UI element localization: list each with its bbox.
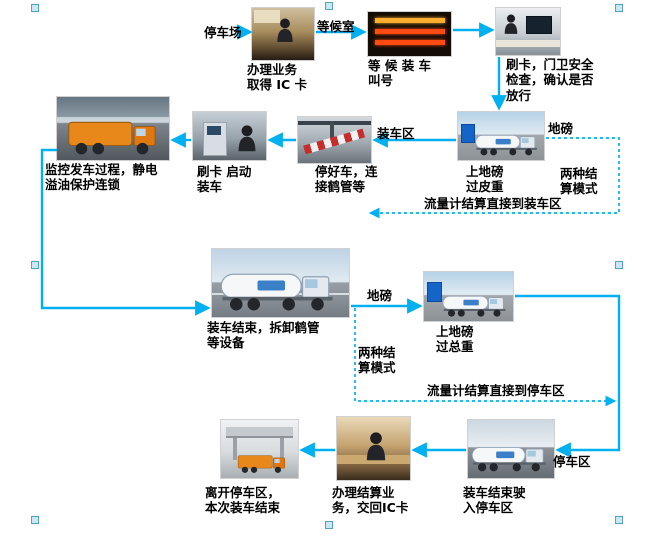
kiosk-screen-decor (207, 126, 221, 135)
blue-sign-decor (427, 282, 442, 302)
label-wait-for-call: 等 候 装 车 叫号 (368, 58, 432, 89)
photo-ic-card-counter[interactable] (252, 8, 314, 60)
photo-tanker-finished[interactable] (212, 249, 349, 317)
person-silhouette (277, 18, 293, 42)
label-monitor-loading: 监控发车过程，静电 溢油保护连锁 (45, 162, 158, 193)
label-parking-area: 停车区 (553, 454, 591, 469)
photo-card-reader[interactable] (193, 112, 266, 160)
led-row (375, 40, 445, 45)
led-row (375, 29, 445, 34)
striped-pipe-decor (302, 128, 366, 155)
selection-handle-middle-right[interactable] (615, 261, 623, 269)
gantry-post-decor (330, 121, 334, 139)
label-flowmeter-to-loading: 流量计结算直接到装车区 (424, 196, 562, 211)
building-decor (57, 97, 169, 117)
blue-sign-decor (461, 124, 475, 143)
photo-truck-to-parking[interactable] (468, 420, 554, 478)
label-weighbridge-1: 地磅 (548, 121, 574, 136)
pillar-decor (233, 438, 237, 460)
label-swipe-to-start: 刷卡 启动 装车 (197, 164, 252, 195)
selection-handle-bottom-left[interactable] (31, 516, 39, 524)
label-two-modes-1: 两种结 算模式 (560, 166, 598, 197)
person-silhouette (366, 432, 386, 461)
tanker-truck (220, 273, 334, 312)
label-park-and-connect: 停好车，连 接鹤管等 (315, 164, 378, 195)
person-silhouette (504, 14, 518, 34)
tanker-truck (471, 447, 547, 472)
tanker-truck (475, 135, 538, 156)
monitor-decor (526, 16, 552, 34)
label-loading-area: 装车区 (377, 126, 415, 141)
label-flowmeter-to-parking: 流量计结算直接到停车区 (427, 383, 565, 398)
selection-handle-top-center[interactable] (325, 2, 333, 10)
photo-loading-bay[interactable] (298, 117, 371, 163)
photo-weighbridge-tare[interactable] (458, 112, 544, 160)
pillar-decor (280, 438, 284, 460)
selection-handle-top-right[interactable] (615, 4, 623, 12)
shelf-decor (254, 10, 280, 23)
gantry-beam-decor (298, 121, 371, 125)
label-gross-weigh: 上地磅 过总重 (436, 324, 474, 355)
selection-handle-middle-left[interactable] (31, 261, 39, 269)
person-silhouette (238, 125, 256, 152)
selection-handle-bottom-right[interactable] (615, 516, 623, 524)
label-weighbridge-2: 地磅 (367, 288, 393, 303)
photo-weighbridge-gross[interactable] (424, 272, 513, 321)
label-finish-disconnect: 装车结束，拆卸鹤管 等设备 (207, 320, 320, 351)
led-row (375, 18, 445, 23)
desk-decor (496, 40, 560, 47)
label-settlement-return-card: 办理结算业 务，交回IC卡 (332, 485, 409, 516)
orange-truck (68, 121, 156, 155)
selection-handle-top-left[interactable] (31, 4, 39, 12)
canopy-decor (226, 427, 293, 438)
photo-call-board[interactable] (368, 12, 451, 56)
label-parking-lot: 停车场 (204, 25, 242, 40)
label-leave-parking: 离开停车区， 本次装车结束 (205, 485, 281, 516)
label-gate-check: 刷卡，门卫安全 检查，确认是否 放行 (506, 57, 594, 103)
selection-handle-bottom-center[interactable] (325, 521, 333, 529)
photo-exit-gate[interactable] (221, 420, 298, 478)
photo-settlement-counter[interactable] (337, 417, 410, 480)
photo-departure-truck[interactable] (57, 97, 169, 160)
label-tare-weigh: 上地磅 过皮重 (466, 164, 504, 195)
label-two-modes-2: 两种结 算模式 (358, 345, 396, 376)
label-get-ic-card: 办理业务 取得 IC 卡 (247, 62, 308, 93)
label-drive-to-parking: 装车结束驶 入停车区 (463, 485, 526, 516)
label-waiting-room: 等候室 (317, 19, 355, 34)
orange-truck (237, 455, 286, 474)
tanker-truck (442, 295, 506, 317)
photo-gate-computer[interactable] (496, 8, 560, 55)
